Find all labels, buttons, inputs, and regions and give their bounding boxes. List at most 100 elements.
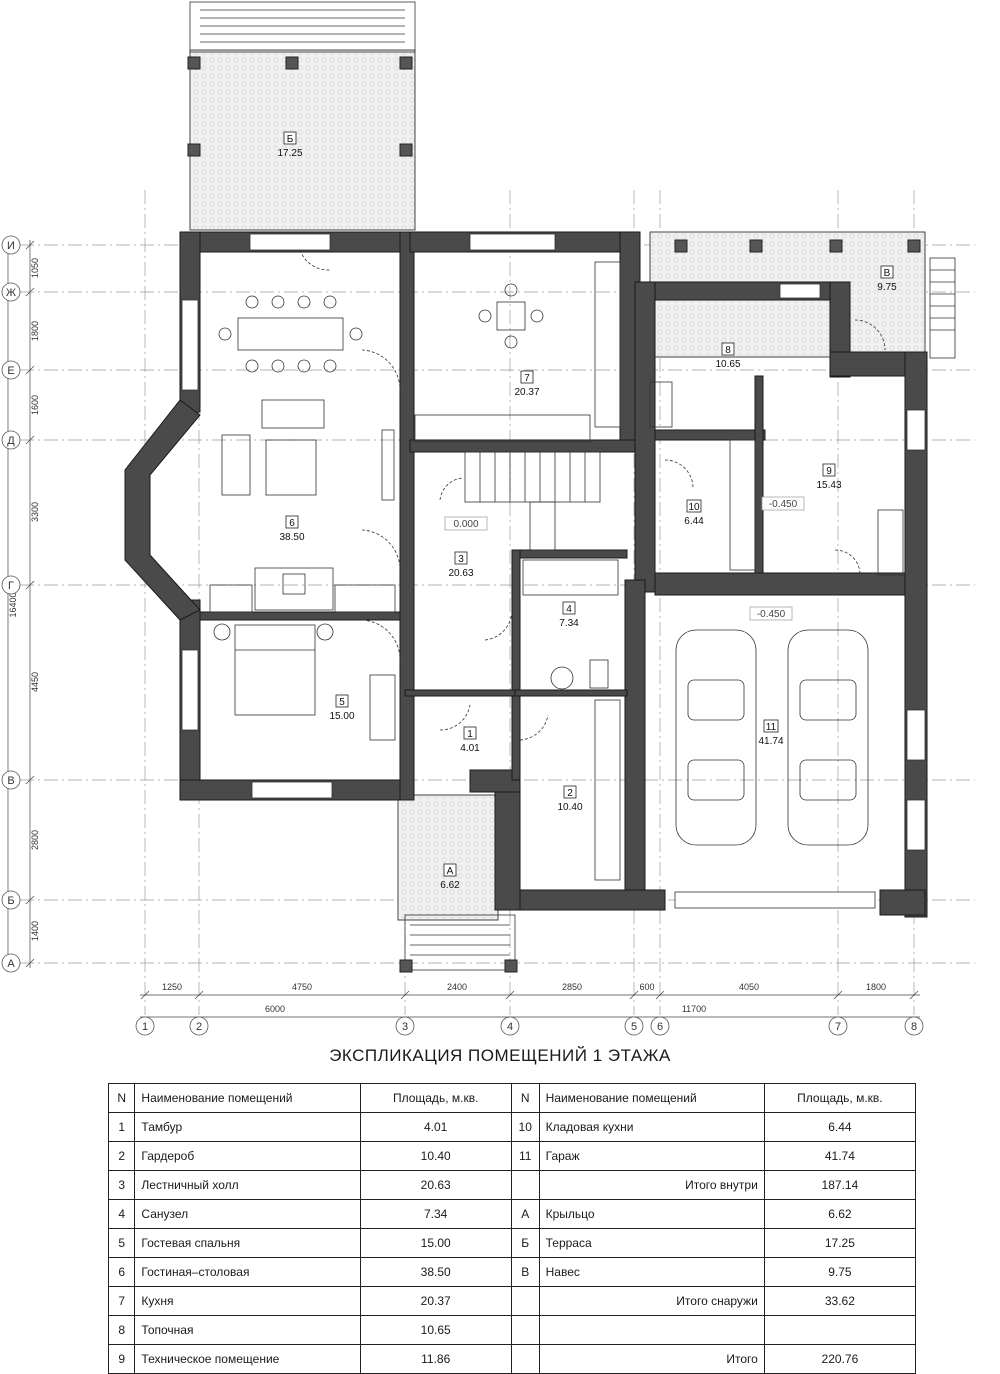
porch-steps [404,914,516,971]
cabinet-right [334,584,396,613]
car-right [787,629,869,846]
explication-title: ЭКСПЛИКАЦИЯ ПОМЕЩЕНИЙ 1 ЭТАЖА [329,1046,671,1065]
columns [187,56,921,973]
dim-h-4750: 4750 [292,982,312,992]
dim-h-11700: 11700 [682,1004,706,1014]
svg-text:Б: Б [7,895,14,907]
dim-v-1600: 1600 [30,395,40,415]
room-label-4: 4 7.34 [559,601,579,629]
right-area-cell: 33.62 [763,1286,917,1316]
toilet [589,659,609,689]
right-name-cell: Навес [538,1257,765,1287]
armchair-sofa [221,434,251,496]
room-label-А: А 6.62 [440,863,460,891]
left-name-cell: Санузел [134,1199,361,1229]
left-name-cell: Гостиная–столовая [134,1257,361,1287]
right-number-cell: 10 [510,1112,540,1142]
svg-text:15.00: 15.00 [329,711,354,722]
terrace-steps [189,1,416,53]
kitchen-table [496,301,526,331]
dining-table [237,317,344,351]
right-area-cell: 17.25 [763,1228,917,1258]
right-area-cell: 41.74 [763,1141,917,1171]
left-area-cell: 4.01 [359,1112,512,1142]
level-hall: 0.000 [444,516,488,531]
left-number-cell: 4 [107,1199,136,1229]
dim-h-1800: 1800 [866,982,886,992]
dim-h-6000: 6000 [265,1004,285,1014]
level-garage: -0.450 [749,606,793,621]
left-name-cell: Гостевая спальня [134,1228,361,1258]
right-name-cell: Гараж [538,1141,765,1171]
axis-marker-3: 3 [395,1016,415,1036]
horizontal-dimension-chain [140,990,920,1018]
right-area-cell: 6.62 [763,1199,917,1229]
left-number-cell: 7 [107,1286,136,1316]
canopy-steps [929,257,956,359]
room-label-7: 7 20.37 [514,370,540,398]
dim-v-1800: 1800 [30,321,40,341]
svg-text:Б: Б [287,134,294,145]
left-number-cell: 6 [107,1257,136,1287]
room-labels: 1 4.01 2 10.40 3 20.63 4 7.34 5 15.00 6 … [277,131,897,891]
right-name-cell [538,1315,765,1345]
car-left [675,629,757,846]
staircase [464,451,601,503]
left-area-cell: 10.40 [359,1141,512,1171]
svg-text:5: 5 [631,1021,637,1033]
windows [181,233,926,909]
axis-marker-А: А [1,953,21,973]
axis-marker-Е: Е [1,360,21,380]
right-name-cell: Итого [538,1344,765,1374]
svg-text:3: 3 [458,554,464,565]
dim-h-4050: 4050 [739,982,759,992]
svg-text:2: 2 [567,788,573,799]
right-name-cell: Терраса [538,1228,765,1258]
dim-h-600: 600 [639,982,654,992]
svg-text:10: 10 [688,502,700,513]
left-number-cell: 1 [107,1112,136,1142]
right-number-cell: 11 [510,1141,540,1171]
room-label-8: 8 10.65 [715,342,741,370]
axis-marker-8: 8 [904,1016,924,1036]
left-name-cell: Топочная [134,1315,361,1345]
pantry-shelves [729,439,756,571]
axis-marker-И: И [1,235,21,255]
wardrobe-closet [594,699,621,881]
header-name: Наименование помещений [134,1083,361,1113]
dim-v-4450: 4450 [30,672,40,692]
header-n: N [107,1083,136,1113]
right-area-cell: 187.14 [763,1170,917,1200]
svg-text:В: В [884,268,891,279]
fireplace [254,567,334,611]
svg-text:3: 3 [402,1021,408,1033]
svg-text:2: 2 [196,1021,202,1033]
kitchen-cabinets [414,414,591,443]
svg-text:8: 8 [911,1021,917,1033]
left-number-cell: 9 [107,1344,136,1374]
svg-text:А: А [7,958,15,970]
left-name-cell: Техническое помещение [134,1344,361,1374]
axis-letter-markers: И Ж Е Д Г В Б А [1,235,21,973]
horizontal-dimension-texts: 1250 4750 2400 2850 600 4050 1800 6000 1… [162,982,886,1014]
table-header-row: N Наименование помещений Площадь, м.кв. … [107,1083,917,1113]
svg-text:1: 1 [467,729,473,740]
svg-text:Ж: Ж [6,287,16,299]
svg-text:Д: Д [7,435,15,447]
room-label-11: 11 41.74 [758,719,784,747]
right-area-cell: 220.76 [763,1344,917,1374]
axis-marker-Д: Д [1,430,21,450]
right-name-cell: Итого снаружи [538,1286,765,1316]
room-label-5: 5 15.00 [329,694,355,722]
svg-text:4: 4 [507,1021,513,1033]
dim-v-3300: 3300 [30,502,40,522]
tech-cabinet [877,509,904,576]
bathtub [522,559,619,596]
room-label-10: 10 6.44 [684,499,704,527]
terrace-floor [189,49,416,231]
svg-text:11: 11 [766,722,777,733]
